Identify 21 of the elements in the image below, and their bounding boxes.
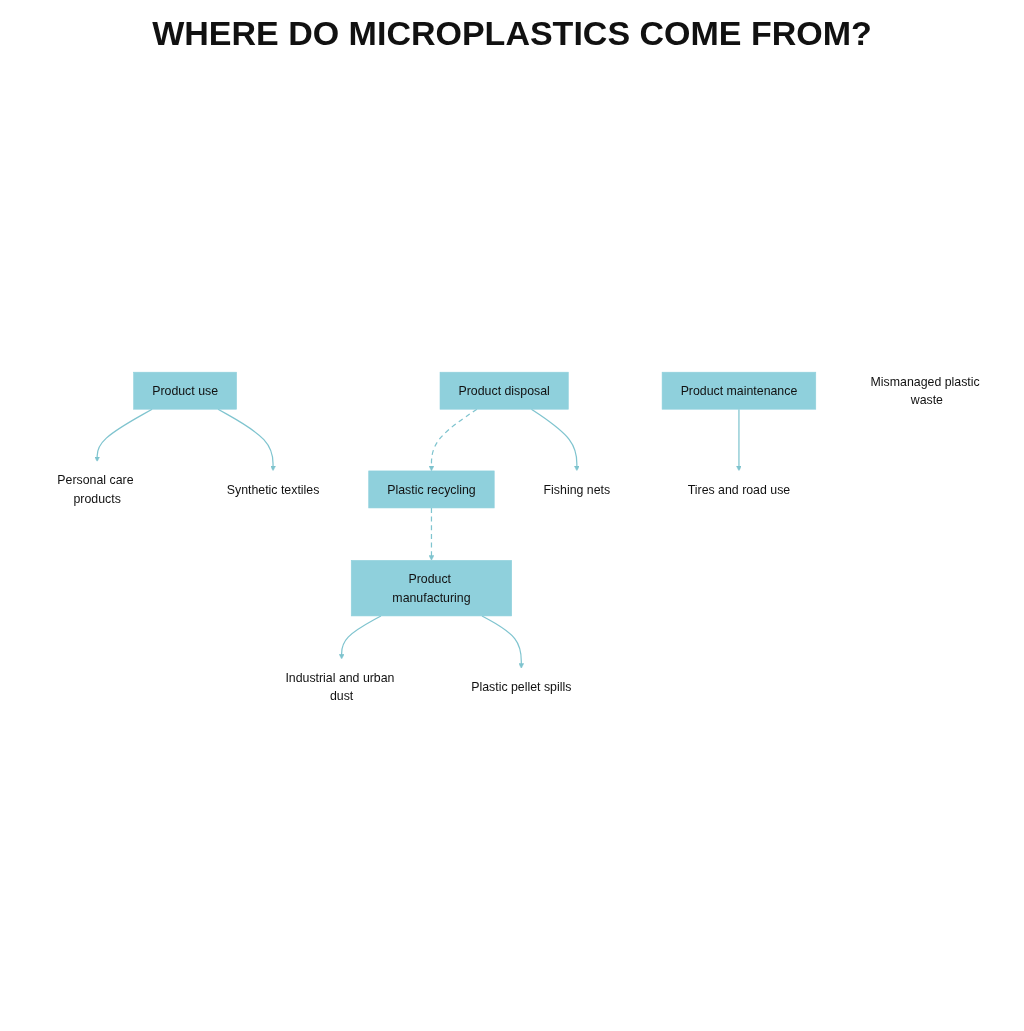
node-text: Fishing nets: [543, 482, 611, 497]
node-box: Product manufacturing: [350, 560, 512, 617]
node-text: Mismanaged plastic waste: [870, 374, 980, 407]
node-text: Personal care products: [57, 473, 134, 506]
arrow: [428, 507, 435, 561]
arrow: [428, 408, 478, 472]
node-box: Product disposal: [439, 372, 569, 410]
node-text: Plastic pellet spills: [471, 680, 572, 694]
node-text: Industrial and urban dust: [285, 671, 395, 704]
node-box: Product use: [133, 372, 237, 410]
node-box: Plastic recycling: [368, 470, 495, 509]
node-text: Synthetic textiles: [226, 482, 320, 497]
arrow: [736, 408, 742, 472]
arrow: [530, 408, 580, 472]
arrow: [94, 408, 153, 463]
arrow: [217, 408, 276, 472]
node-text: Tires and road use: [687, 482, 791, 497]
node-box: Product maintenance: [661, 372, 817, 410]
diagram-title: WHERE DO MICROPLASTICS COME FROM?: [151, 14, 873, 53]
arrow: [338, 615, 382, 660]
arrow: [481, 615, 524, 669]
